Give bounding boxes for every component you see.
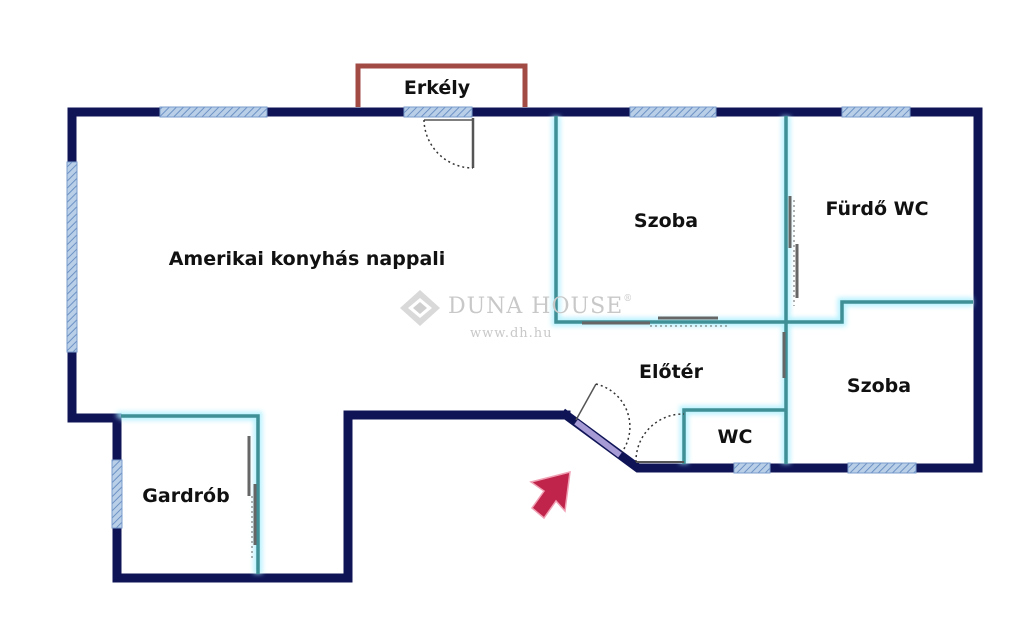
room-label-wc: WC <box>717 426 753 448</box>
room-label-szoba-2: Szoba <box>846 375 912 397</box>
room-label-erkely: Erkély <box>403 77 471 99</box>
room-label-nappali: Amerikai konyhás nappali <box>168 248 446 270</box>
swing-doors <box>423 118 685 463</box>
watermark-brand: DUNA HOUSE® <box>448 294 634 319</box>
duna-house-logo-icon <box>400 290 440 326</box>
watermark-url: www.dh.hu <box>470 326 553 341</box>
outer-walls <box>67 107 983 583</box>
entrance-arrow-icon <box>529 470 571 520</box>
balcony-outline <box>355 63 528 107</box>
room-label-gardrob: Gardrób <box>142 485 230 507</box>
room-label-eloter: Előtér <box>639 361 703 383</box>
balcony-door-sill <box>403 106 473 118</box>
room-label-furdo-wc: Fürdő WC <box>825 198 929 220</box>
inner-walls <box>121 116 973 574</box>
entrance-door-panel <box>574 419 622 458</box>
windows <box>66 106 917 529</box>
room-label-szoba-1: Szoba <box>633 210 699 232</box>
sliding-doors <box>247 196 799 560</box>
